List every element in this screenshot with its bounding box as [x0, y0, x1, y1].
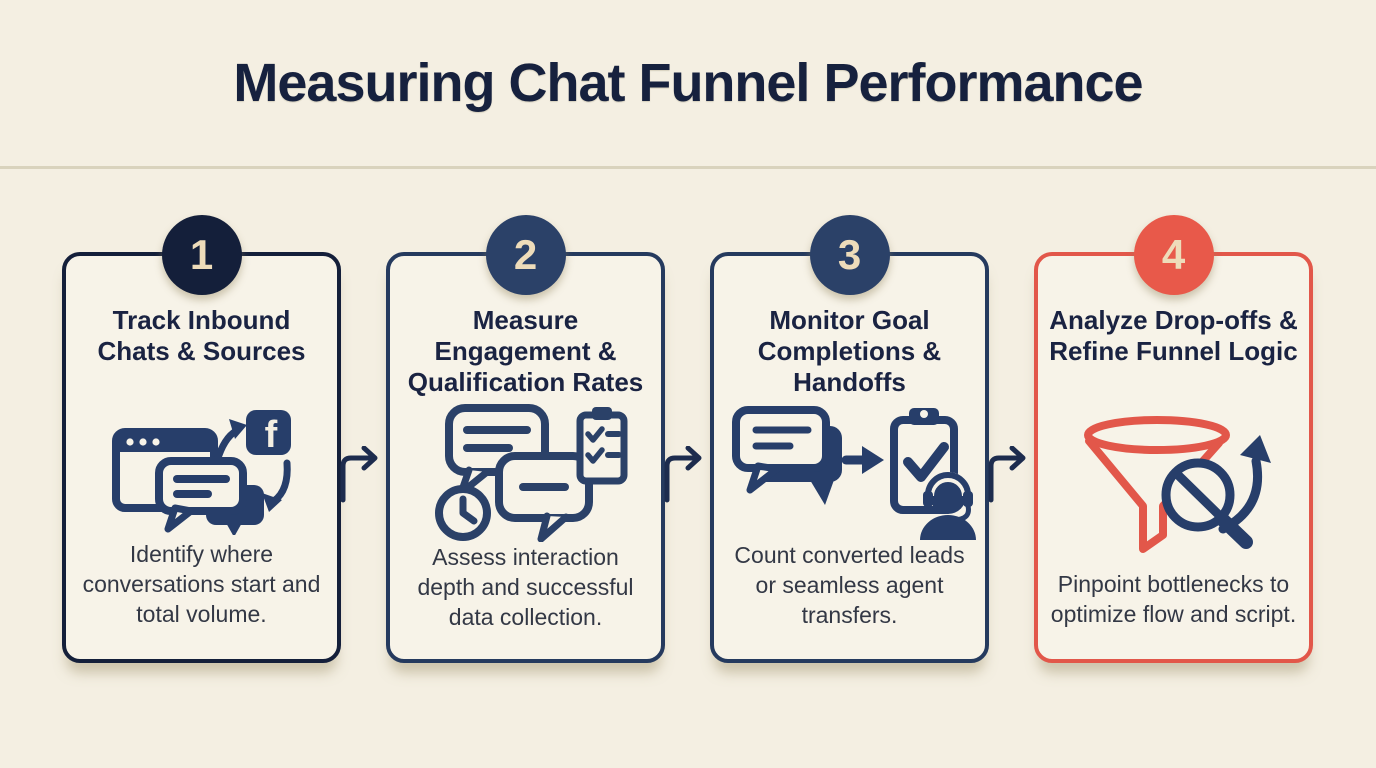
- step-title-line: Handoffs: [793, 367, 906, 397]
- step-title-line: Track Inbound: [112, 305, 291, 335]
- step-title-line: Chats & Sources: [97, 336, 306, 366]
- check-clipboard-icon: [889, 408, 958, 514]
- step-card-1: 1 Track Inbound Chats & Sources: [62, 215, 341, 663]
- magnifier-slash-icon: [1161, 458, 1253, 549]
- step-title-line: Measure: [472, 305, 579, 335]
- step-title-line: Refine Funnel Logic: [1049, 336, 1298, 366]
- step-title: Track Inbound Chats & Sources: [89, 305, 313, 400]
- step-card-4: 4 Analyze Drop-offs & Refine Funnel Logi…: [1034, 215, 1313, 663]
- facebook-icon: f: [246, 409, 291, 456]
- chat-bubbles-icon: [155, 456, 264, 535]
- curved-arrow-down-icon: [262, 459, 291, 512]
- funnel-analysis-illustration: [1084, 415, 1271, 553]
- svg-text:f: f: [265, 414, 278, 456]
- flow-arrow-icon: [340, 446, 378, 503]
- flow-arrow-icon: [664, 446, 702, 503]
- step-card-2: 2 Measure Engagement & Qualification Rat…: [386, 215, 665, 663]
- step-title: Analyze Drop-offs & Refine Funnel Logic: [1041, 305, 1305, 400]
- step-icon-area: f: [66, 400, 337, 539]
- header: Measuring Chat Funnel Performance: [0, 0, 1376, 166]
- chat-bubbles-icon: [445, 404, 593, 542]
- step-number-badge: 4: [1133, 215, 1214, 295]
- step-icon-area: [714, 400, 985, 540]
- step-title-line: Engagement &: [434, 336, 617, 366]
- step-description: Pinpoint bottlenecks to optimize flow an…: [1050, 571, 1297, 627]
- headset-agent-icon: [919, 472, 976, 540]
- step-icon-area: [1038, 400, 1309, 569]
- chat-bubble-icon: [731, 406, 842, 505]
- step-number-badge: 1: [161, 215, 242, 295]
- flow-arrow-icon: [988, 446, 1026, 503]
- engagement-illustration: [435, 404, 628, 542]
- step-title-line: Analyze Drop-offs &: [1049, 305, 1298, 335]
- step-title-line: Monitor Goal: [769, 305, 930, 335]
- step-icon-area: [390, 400, 661, 542]
- step-description: Identify where conversations start and t…: [82, 541, 321, 627]
- chat-sources-illustration: f: [112, 409, 291, 535]
- step-description: Count converted leads or seamless agent …: [734, 542, 965, 628]
- header-divider: [0, 166, 1376, 169]
- checklist-clipboard-icon: [576, 407, 628, 485]
- handoff-illustration: [731, 406, 976, 540]
- step-title-line: Completions &: [757, 336, 942, 366]
- step-description: Assess interaction depth and successful …: [417, 544, 634, 630]
- curved-arrow-up-icon: [213, 418, 247, 464]
- step-number-badge: 2: [485, 215, 566, 295]
- right-arrow-icon: [841, 446, 884, 474]
- clock-icon: [435, 485, 491, 541]
- step-number-badge: 3: [809, 215, 890, 295]
- step-title: Monitor Goal Completions & Handoffs: [750, 305, 949, 400]
- page-title: Measuring Chat Funnel Performance: [233, 53, 1143, 113]
- steps-row: 1 Track Inbound Chats & Sources: [62, 215, 1313, 663]
- step-title-line: Qualification Rates: [407, 367, 644, 397]
- step-title: Measure Engagement & Qualification Rates: [400, 305, 652, 400]
- step-card-3: 3 Monitor Goal Completions & Handoffs: [710, 215, 989, 663]
